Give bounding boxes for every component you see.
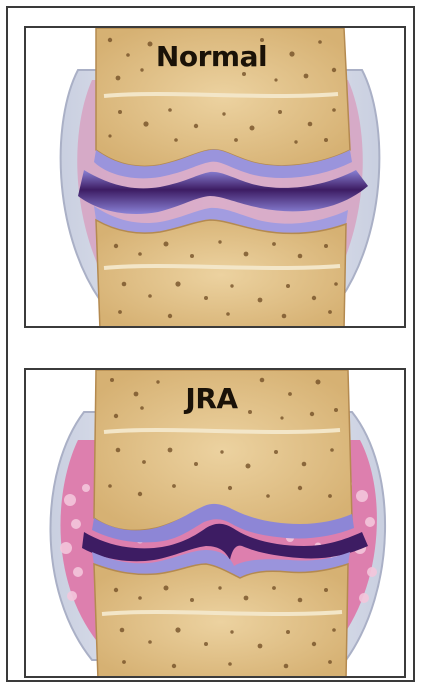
jra-joint-illustration xyxy=(50,370,385,680)
jra-lower-bone xyxy=(94,564,348,680)
normal-lower-bone xyxy=(96,220,346,330)
normal-joint-illustration xyxy=(61,28,380,330)
